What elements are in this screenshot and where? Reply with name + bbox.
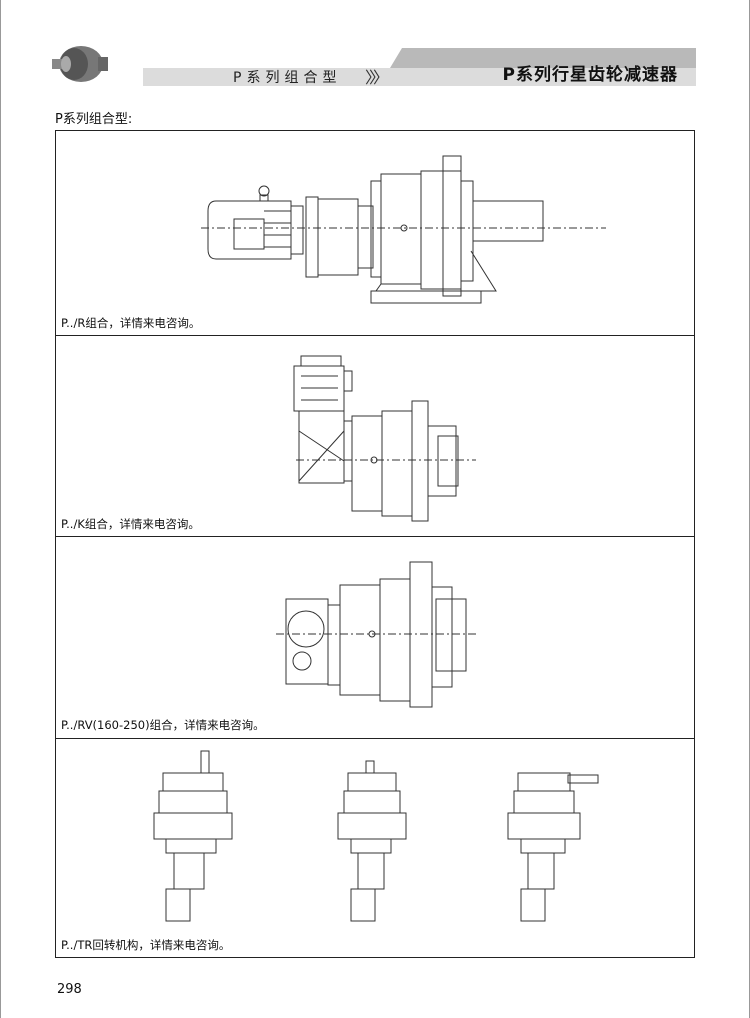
panel-p-rv: P../RV(160-250)组合，详情来电咨询。: [56, 537, 694, 739]
page-number: 298: [57, 982, 82, 997]
chevron-icon: 〉〉〉: [365, 68, 389, 87]
header-band: [143, 68, 696, 86]
p-k-drawing: [56, 336, 694, 537]
panel-p-k: P../K组合，详情来电咨询。: [56, 336, 694, 537]
caption-p-tr: P../TR回转机构，详情来电咨询。: [61, 938, 231, 952]
header-band-title: P系列组合型: [233, 70, 342, 86]
caption-p-rv: P../RV(160-250)组合，详情来电咨询。: [61, 718, 265, 732]
p-r-drawing: [56, 131, 694, 336]
tr-unit-middle: [338, 761, 406, 921]
reducer-logo-image: [52, 46, 108, 82]
caption-p-k: P../K组合，详情来电咨询。: [61, 517, 200, 531]
header-band-accent: [390, 48, 696, 68]
panel-p-tr: P../TR回转机构，详情来电咨询。: [56, 739, 694, 957]
section-label: P系列组合型:: [55, 112, 133, 127]
panel-p-r: P../R组合，详情来电咨询。: [56, 131, 694, 336]
combination-figures-box: P../R组合，详情来电咨询。 P../K组合，详情来电咨询。: [55, 130, 695, 958]
tr-unit-left: [154, 751, 232, 921]
tr-unit-right: [508, 773, 598, 921]
page-edge-left: [0, 0, 1, 1018]
series-title: P系列行星齿轮减速器: [502, 65, 678, 85]
caption-p-r: P../R组合，详情来电咨询。: [61, 316, 201, 330]
p-tr-drawing: [56, 739, 694, 957]
p-rv-drawing: [56, 537, 694, 739]
